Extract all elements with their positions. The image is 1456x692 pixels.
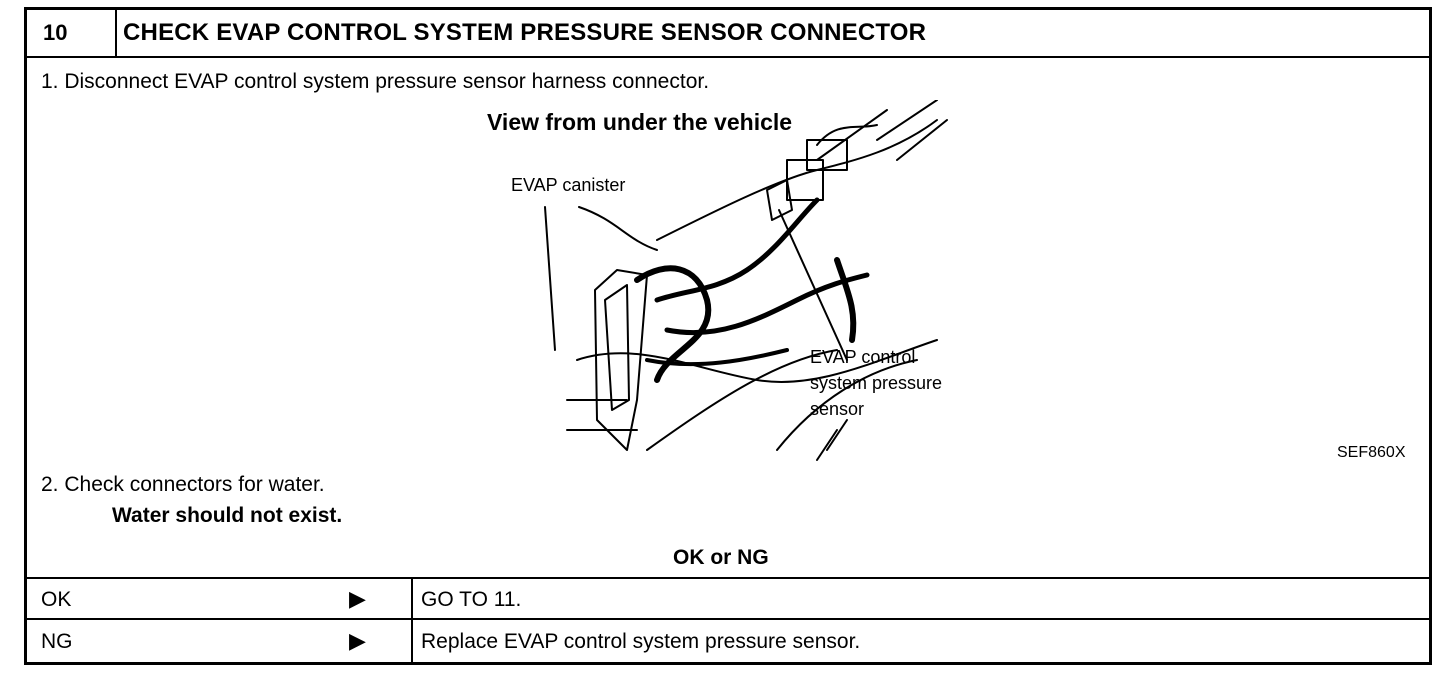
instruction-step-2: 2. Check connectors for water. bbox=[41, 473, 325, 496]
step-header: 10 CHECK EVAP CONTROL SYSTEM PRESSURE SE… bbox=[27, 10, 1429, 58]
body-panel-curve-1 bbox=[646, 349, 838, 451]
decision-row-ok: OK ▶ GO TO 11. bbox=[27, 577, 1429, 618]
hose-5 bbox=[834, 257, 857, 343]
label-evap-canister: EVAP canister bbox=[511, 175, 626, 195]
canister-pointer-line bbox=[578, 206, 658, 251]
reference-lines bbox=[566, 399, 638, 431]
evap-canister-illustration bbox=[544, 100, 948, 461]
row-divider bbox=[411, 620, 413, 664]
decision-result-ok: GO TO 11. bbox=[421, 588, 522, 611]
decision-result-ng: Replace EVAP control system pressure sen… bbox=[421, 630, 861, 653]
frame-rail-lines bbox=[816, 100, 948, 161]
hose-2 bbox=[654, 197, 820, 303]
step-title: CHECK EVAP CONTROL SYSTEM PRESSURE SENSO… bbox=[123, 19, 927, 46]
arrow-right-icon: ▶ bbox=[349, 586, 366, 611]
figure-code: SEF860X bbox=[1337, 444, 1406, 461]
sensor-connector bbox=[806, 139, 848, 171]
step-number: 10 bbox=[27, 10, 117, 56]
body-panel-curve-2 bbox=[776, 359, 918, 451]
canister-leader-line bbox=[544, 206, 556, 351]
canister-inner bbox=[604, 284, 630, 411]
instruction-step-2-note: Water should not exist. bbox=[112, 504, 343, 527]
arrow-right-icon: ▶ bbox=[349, 628, 366, 653]
sensor-bracket bbox=[766, 179, 793, 221]
decision-label-ng: NG bbox=[41, 630, 73, 653]
decision-label-ok: OK bbox=[41, 588, 72, 611]
body-panel-marks bbox=[816, 419, 848, 461]
decision-row-ng: NG ▶ Replace EVAP control system pressur… bbox=[27, 618, 1429, 664]
row-divider bbox=[411, 579, 413, 618]
canister-body bbox=[594, 269, 648, 451]
sensor-leader-line bbox=[778, 209, 848, 361]
procedure-frame: 10 CHECK EVAP CONTROL SYSTEM PRESSURE SE… bbox=[24, 7, 1432, 665]
hose-1 bbox=[634, 265, 712, 383]
hose-4 bbox=[645, 348, 789, 367]
instruction-step-1: 1. Disconnect EVAP control system pressu… bbox=[41, 70, 710, 93]
decision-prompt: OK or NG bbox=[673, 546, 769, 569]
figure-title: View from under the vehicle bbox=[487, 109, 793, 135]
sensor-body bbox=[786, 159, 824, 201]
frame-rail-lower bbox=[576, 339, 938, 383]
